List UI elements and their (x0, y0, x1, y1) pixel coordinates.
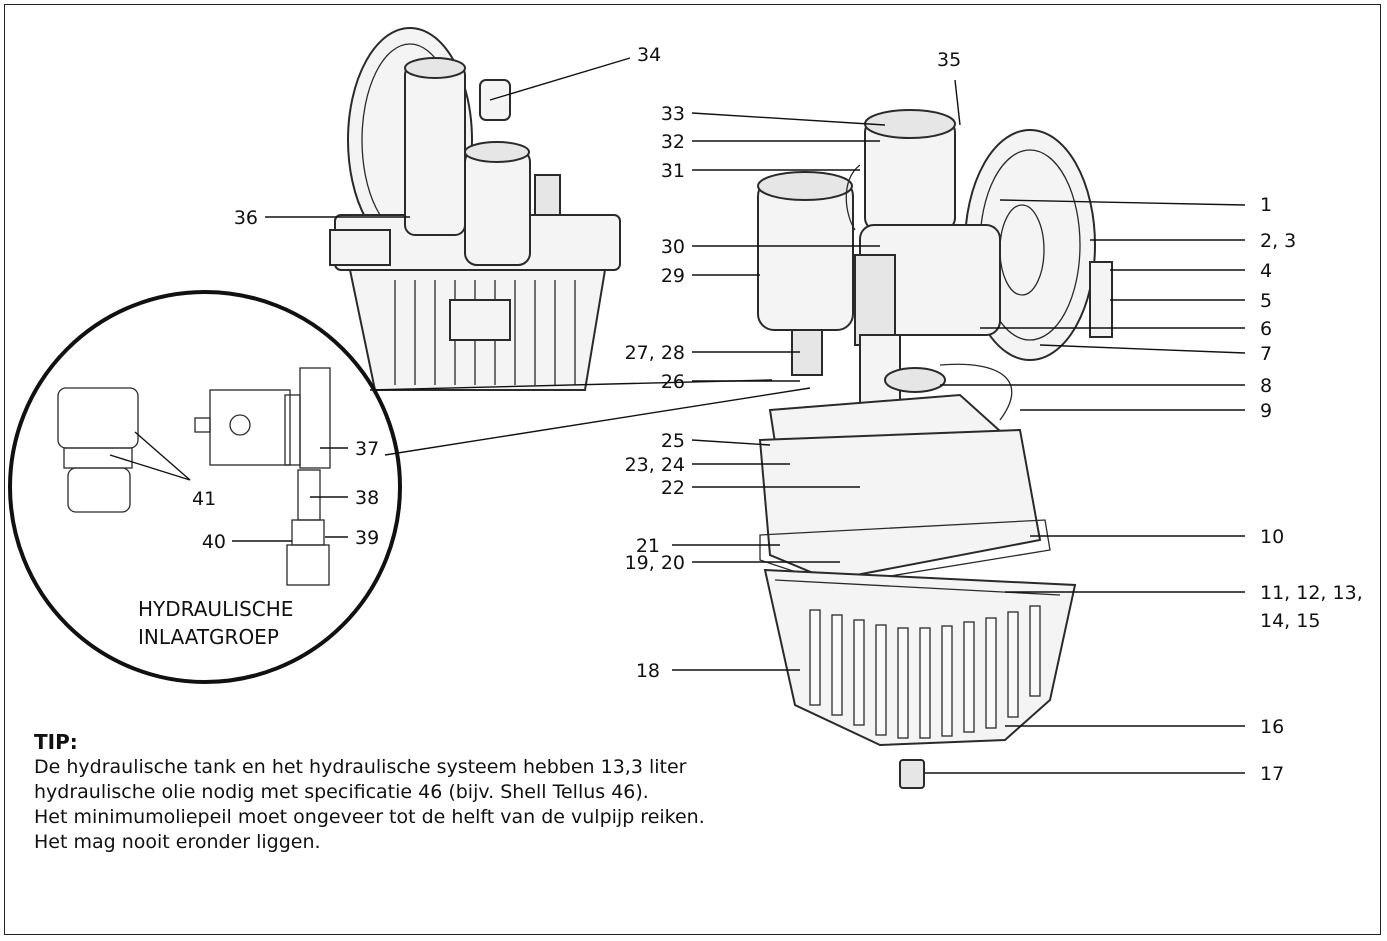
tip-box: TIP: De hydraulische tank en het hydraul… (34, 730, 724, 855)
callout-labels: 1 2, 3 4 5 6 7 8 9 10 11, 12, 13, 14, 15… (192, 44, 1363, 785)
figure-frame (4, 4, 1381, 935)
inset-zoom-line-bottom (384, 387, 811, 456)
callout-30: 30 (661, 236, 685, 258)
callout-35: 35 (937, 49, 961, 71)
callout-7: 7 (1260, 343, 1272, 365)
callout-25: 25 (661, 430, 685, 452)
callout-8: 8 (1260, 375, 1272, 397)
rear-view-fins (394, 280, 576, 385)
tip-title: TIP: (34, 730, 78, 754)
tip-paragraph-1: De hydraulische tank en het hydraulische… (34, 756, 687, 803)
inset-caption-line2: INLAATGROEP (138, 625, 279, 649)
callout-2-3: 2, 3 (1260, 230, 1296, 252)
callout-40: 40 (202, 531, 226, 553)
callout-6: 6 (1260, 318, 1272, 340)
main-view-drawing (757, 109, 1113, 789)
callout-41: 41 (192, 488, 216, 510)
callout-1: 1 (1260, 194, 1272, 216)
inset-caption-line1: HYDRAULISCHE (138, 597, 293, 621)
callout-16: 16 (1260, 716, 1284, 738)
callout-34: 34 (637, 44, 661, 66)
callout-36: 36 (234, 207, 258, 229)
callout-29: 29 (661, 265, 685, 287)
rear-view-drawing (329, 27, 621, 391)
callout-11-15-line1: 11, 12, 13, (1260, 582, 1363, 604)
callout-33: 33 (661, 103, 685, 125)
callout-39: 39 (355, 527, 379, 549)
callout-22: 22 (661, 477, 685, 499)
callout-11-15-line2: 14, 15 (1260, 610, 1320, 632)
callout-38: 38 (355, 487, 379, 509)
callout-21: 21 (636, 535, 660, 557)
callout-5: 5 (1260, 290, 1272, 312)
callout-26: 26 (661, 371, 685, 393)
callout-37: 37 (355, 438, 379, 460)
callout-23-24: 23, 24 (625, 454, 685, 476)
callout-32: 32 (661, 131, 685, 153)
callout-18: 18 (636, 660, 660, 682)
inlet-group-inset (8, 290, 811, 684)
callout-27-28: 27, 28 (625, 342, 685, 364)
leader-lines (109, 57, 1246, 774)
callout-4: 4 (1260, 260, 1272, 282)
callout-9: 9 (1260, 400, 1272, 422)
callout-19-20: 19, 20 (625, 552, 685, 574)
tip-paragraph-2: Het minimumoliepeil moet ongeveer tot de… (34, 806, 705, 853)
callout-17: 17 (1260, 763, 1284, 785)
callout-10: 10 (1260, 526, 1284, 548)
tank-fins (809, 605, 1041, 739)
callout-31: 31 (661, 160, 685, 182)
